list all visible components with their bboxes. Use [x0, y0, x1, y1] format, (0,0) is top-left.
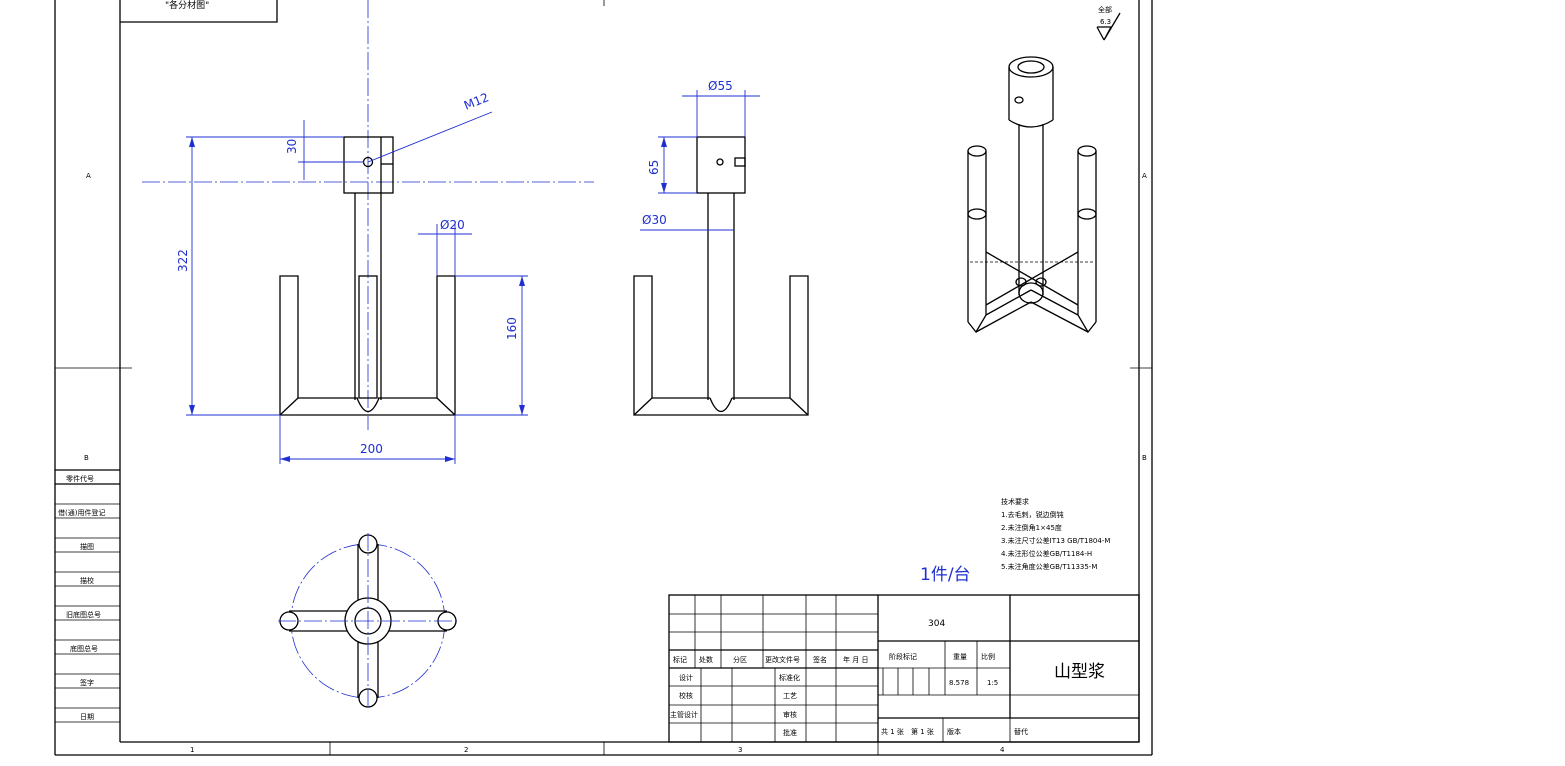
- scale-label: 比例: [981, 652, 995, 661]
- row-standardize: 标准化: [779, 673, 800, 682]
- tech-req-item-1: 1.去毛刺，锐边倒钝: [1001, 510, 1064, 519]
- scale-value: 1:5: [987, 679, 998, 687]
- row-design: 设计: [679, 673, 693, 682]
- part-name: 山型浆: [1054, 662, 1105, 682]
- weight-value: 8.578: [949, 679, 969, 687]
- isometric-view: [967, 56, 1097, 334]
- dim-d20: Ø20: [440, 218, 465, 232]
- sheet-number: 第 1 张: [911, 727, 934, 736]
- stamp-text: "各分材图": [165, 0, 209, 11]
- strip-part-code: 零件代号: [66, 474, 94, 483]
- strip-tracing: 描图: [80, 542, 94, 551]
- surface-finish-label: 全部: [1098, 5, 1112, 14]
- tech-req-title: 技术要求: [1001, 497, 1029, 506]
- sheets-total: 共 1 张: [881, 727, 904, 736]
- tech-req-item-3: 3.未注尺寸公差IT13 GB/T1804-M: [1001, 536, 1110, 545]
- strip-borrowed-register: 借(通)用件登记: [58, 508, 105, 517]
- sheet-border: [54, 0, 1153, 756]
- tech-req-item-5: 5.未注角度公差GB/T11335-M: [1001, 562, 1097, 571]
- row-check: 校核: [679, 691, 693, 700]
- zone-label-col-3: 3: [738, 746, 742, 754]
- version-label: 版本: [947, 727, 961, 736]
- front-view: [142, 0, 594, 430]
- hdr-date: 年 月 日: [843, 655, 868, 664]
- weight-label: 重量: [953, 653, 967, 661]
- row-approve: 批准: [783, 728, 797, 737]
- dim-200: 200: [360, 442, 383, 456]
- side-view: [633, 136, 809, 416]
- stamp-box: "各分材图": [120, 0, 278, 23]
- zone-label-col-4: 4: [1000, 746, 1005, 754]
- quantity-note: 1件/台: [920, 565, 971, 585]
- dim-160: 160: [505, 317, 519, 340]
- strip-master-no: 底图总号: [70, 644, 98, 653]
- tech-req-item-4: 4.未注形位公差GB/T1184-H: [1001, 549, 1092, 558]
- dim-d55: Ø55: [708, 79, 733, 93]
- side-view-dimensions: Ø55 65 Ø30: [640, 79, 760, 231]
- replaces-label: 替代: [1014, 727, 1028, 736]
- material-value: 304: [928, 619, 945, 629]
- hdr-zone: 分区: [733, 655, 747, 664]
- dim-65: 65: [647, 160, 661, 175]
- zone-labels: A A B B 1 2 3 4: [84, 172, 1147, 754]
- row-process: 工艺: [783, 692, 797, 700]
- top-view: [278, 533, 458, 710]
- zone-label-col-2: 2: [464, 746, 468, 754]
- strip-trace-check: 描校: [80, 576, 94, 585]
- strip-signature: 签字: [80, 678, 94, 687]
- row-chief-design: 主管设计: [670, 710, 698, 719]
- zone-label-a-right: A: [1142, 172, 1147, 180]
- tech-requirements: 技术要求 1.去毛刺，锐边倒钝 2.未注倒角1×45度 3.未注尺寸公差IT13…: [1001, 497, 1110, 571]
- dim-d30: Ø30: [642, 213, 667, 227]
- surface-finish-value: 6.3: [1100, 18, 1111, 26]
- zone-label-a-left: A: [86, 172, 91, 180]
- tech-req-item-2: 2.未注倒角1×45度: [1001, 523, 1062, 532]
- surface-finish-symbol: 全部 6.3: [1096, 5, 1121, 41]
- zone-label-b-right: B: [1142, 454, 1147, 462]
- strip-date: 日期: [80, 713, 94, 721]
- hdr-change-doc: 更改文件号: [765, 655, 800, 664]
- row-review: 审核: [783, 710, 797, 719]
- hdr-mark: 标记: [673, 655, 687, 664]
- dim-m12: M12: [462, 90, 491, 113]
- zone-label-col-1: 1: [190, 746, 194, 754]
- left-strip: 零件代号 借(通)用件登记 描图 描校 旧底图总号 底图总号 签字 日期: [55, 469, 120, 723]
- stage-label: 阶段标记: [889, 652, 917, 661]
- zone-label-b-left: B: [84, 454, 89, 462]
- hdr-sign: 签名: [813, 655, 827, 664]
- dim-322: 322: [176, 249, 190, 272]
- dim-30: 30: [285, 139, 299, 154]
- title-block: 标记 处数 分区 更改文件号 签名 年 月 日 设计 标准化 校核 工艺 主管设…: [668, 594, 1140, 743]
- front-view-dimensions: M12 30 322 Ø20 160 200: [176, 90, 528, 464]
- hdr-count: 处数: [699, 655, 713, 664]
- strip-old-master-no: 旧底图总号: [66, 610, 101, 619]
